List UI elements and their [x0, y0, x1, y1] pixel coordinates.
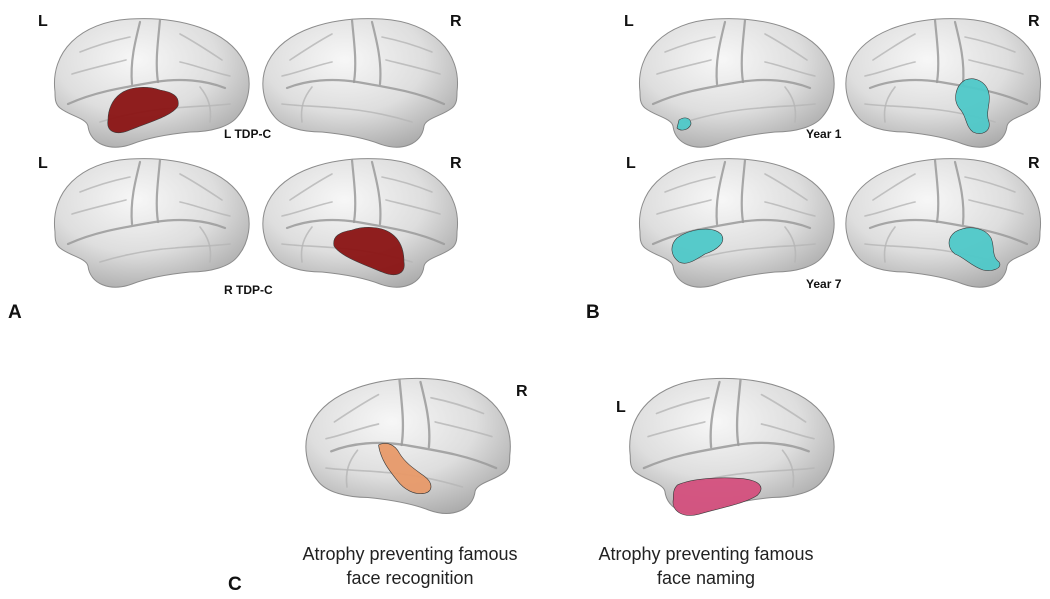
panel-b-row1-right-hemi-label: R [1028, 13, 1040, 30]
panel-b-row2-condition: Year 7 [806, 277, 842, 291]
panel-c-left-hemi-label: L [616, 399, 626, 416]
panel-b-row2-right-hemi-label: R [1028, 155, 1040, 172]
panel-a: L R L TDP-C L R R TDP-C A [8, 13, 462, 323]
panel-b-row2-left-brain [638, 157, 836, 289]
panel-b-row2-right-brain [844, 157, 1042, 289]
panel-c-right-brain [304, 377, 512, 515]
panel-b-row1-left-hemi-label: L [624, 13, 634, 30]
panel-a-row1-left-hemi-label: L [38, 13, 48, 30]
atrophy-region [948, 227, 1001, 271]
panel-c-caption-recognition-line1: Atrophy preventing famous [302, 544, 517, 564]
atrophy-region [672, 477, 762, 516]
panel-a-row2-left-hemi-label: L [38, 155, 48, 172]
atrophy-region [955, 78, 990, 134]
panel-a-row2-left-brain [53, 157, 251, 289]
panel-a-row1-condition: L TDP-C [224, 127, 271, 141]
panel-c: R Atrophy preventing famous face recogni… [228, 377, 836, 595]
panel-a-row1-right-brain [261, 17, 459, 149]
panel-a-row1-right-hemi-label: R [450, 13, 462, 30]
atrophy-region [333, 227, 405, 275]
panel-c-label: C [228, 574, 242, 595]
atrophy-region [671, 228, 724, 264]
panel-b-row1-condition: Year 1 [806, 127, 842, 141]
panel-b-row1-left-brain [638, 17, 836, 149]
panel-a-row1-left-brain [53, 17, 251, 149]
panel-c-left-brain [628, 377, 836, 516]
panel-b-label: B [586, 302, 600, 323]
panel-a-row2-right-brain [261, 157, 459, 289]
panel-c-caption-naming-line2: face naming [657, 568, 755, 588]
panel-b: L R Year 1 L R Year 7 B [586, 13, 1042, 323]
panel-b-row1-right-brain [844, 17, 1042, 149]
panel-c-right-hemi-label: R [516, 383, 528, 400]
panel-a-label: A [8, 302, 22, 323]
atrophy-region [676, 117, 692, 131]
panel-c-caption-naming-line1: Atrophy preventing famous [598, 544, 813, 564]
panel-c-caption-recognition-line2: face recognition [346, 568, 473, 588]
panel-a-row2-condition: R TDP-C [224, 283, 273, 297]
panel-b-row2-left-hemi-label: L [626, 155, 636, 172]
atrophy-region [378, 443, 432, 495]
atrophy-region [107, 87, 179, 133]
panel-a-row2-right-hemi-label: R [450, 155, 462, 172]
